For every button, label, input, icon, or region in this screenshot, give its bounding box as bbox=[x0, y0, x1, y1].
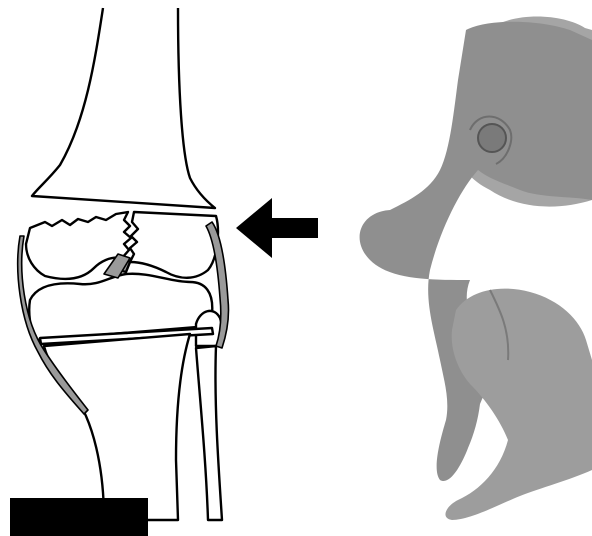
knee-panel bbox=[18, 8, 229, 520]
players-panel bbox=[360, 17, 592, 520]
ball-icon bbox=[478, 124, 506, 152]
femoral-epiphysis-right bbox=[130, 212, 218, 278]
femur bbox=[32, 8, 215, 208]
left-arrow-icon bbox=[236, 198, 318, 258]
redaction-bar bbox=[10, 498, 148, 536]
tibia bbox=[44, 334, 190, 520]
fibula bbox=[196, 346, 222, 520]
